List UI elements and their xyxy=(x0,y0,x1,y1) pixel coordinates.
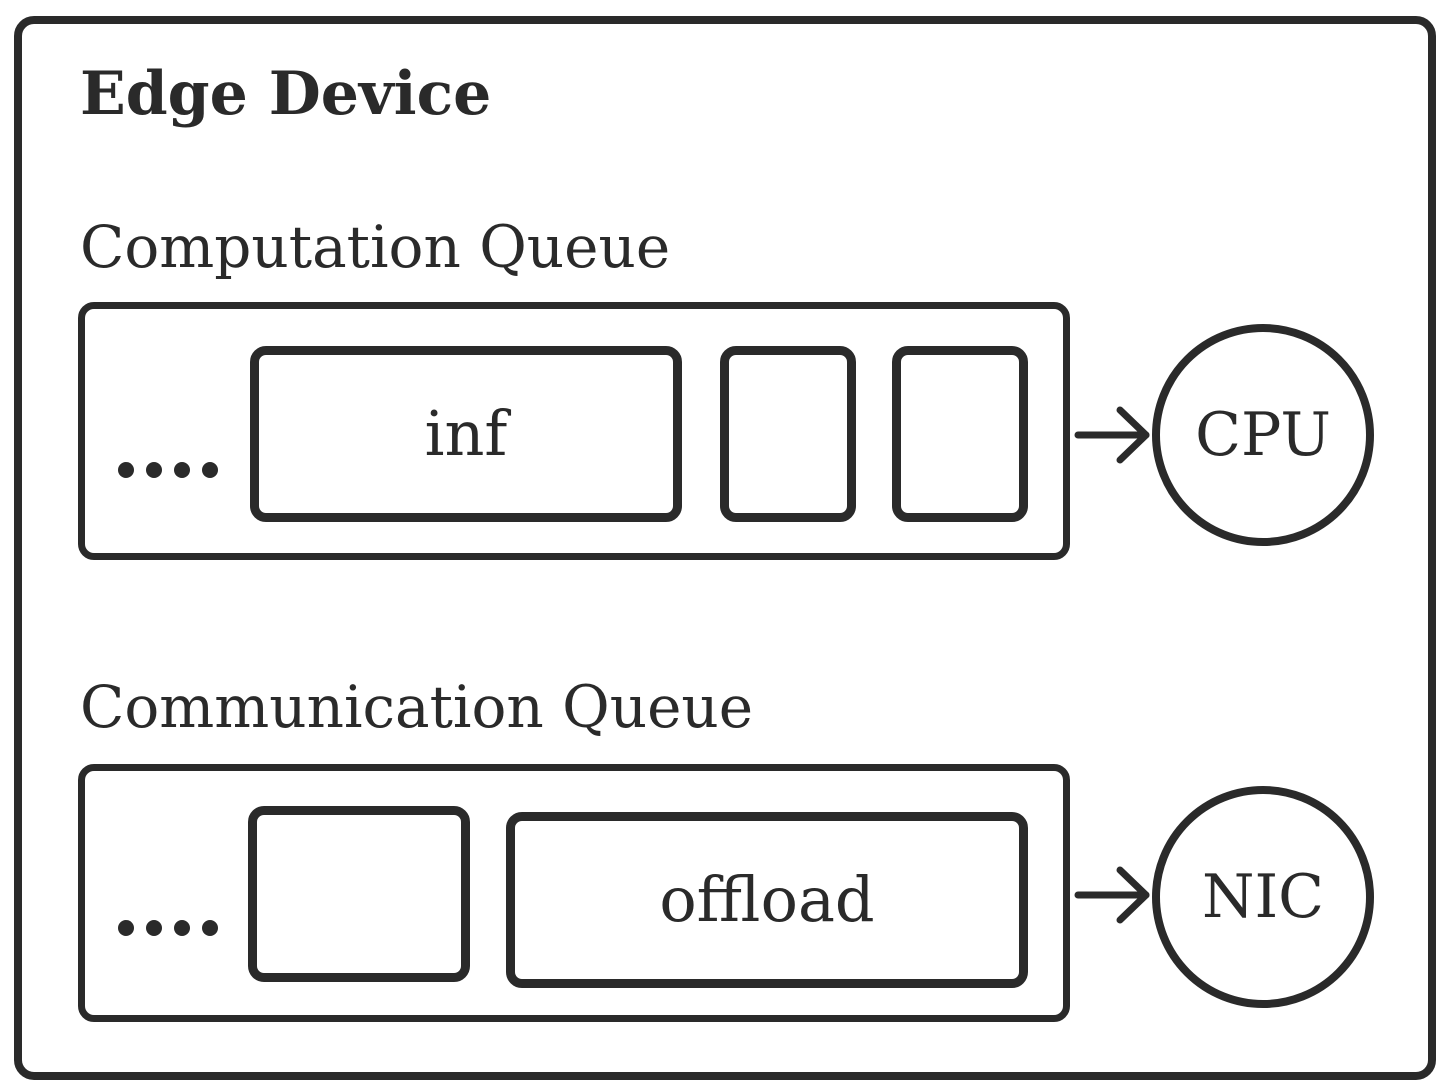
ellipsis-dot xyxy=(118,920,134,936)
computation-slot-inf: inf xyxy=(250,346,682,522)
nic-node: NIC xyxy=(1152,786,1374,1008)
communication-slot-empty xyxy=(248,806,470,982)
ellipsis-dot xyxy=(174,920,190,936)
communication-slot-offload: offload xyxy=(506,812,1028,988)
communication-queue-label: Communication Queue xyxy=(80,673,754,741)
ellipsis-dot xyxy=(146,462,162,478)
computation-arrow-icon xyxy=(1074,406,1150,464)
ellipsis-dot xyxy=(174,462,190,478)
communication-arrow-icon xyxy=(1074,866,1150,924)
edge-device-frame xyxy=(14,16,1436,1080)
ellipsis-dot xyxy=(202,462,218,478)
ellipsis-dot xyxy=(118,462,134,478)
computation-queue-ellipsis xyxy=(118,462,218,478)
ellipsis-dot xyxy=(146,920,162,936)
communication-queue-box xyxy=(78,764,1070,1022)
computation-slot-empty xyxy=(892,346,1028,522)
communication-queue-ellipsis xyxy=(118,920,218,936)
ellipsis-dot xyxy=(202,920,218,936)
computation-queue-box xyxy=(78,302,1070,560)
computation-queue-label: Computation Queue xyxy=(80,213,671,281)
edge-device-title: Edge Device xyxy=(80,59,492,129)
computation-slot-empty xyxy=(720,346,856,522)
cpu-node: CPU xyxy=(1152,324,1374,546)
